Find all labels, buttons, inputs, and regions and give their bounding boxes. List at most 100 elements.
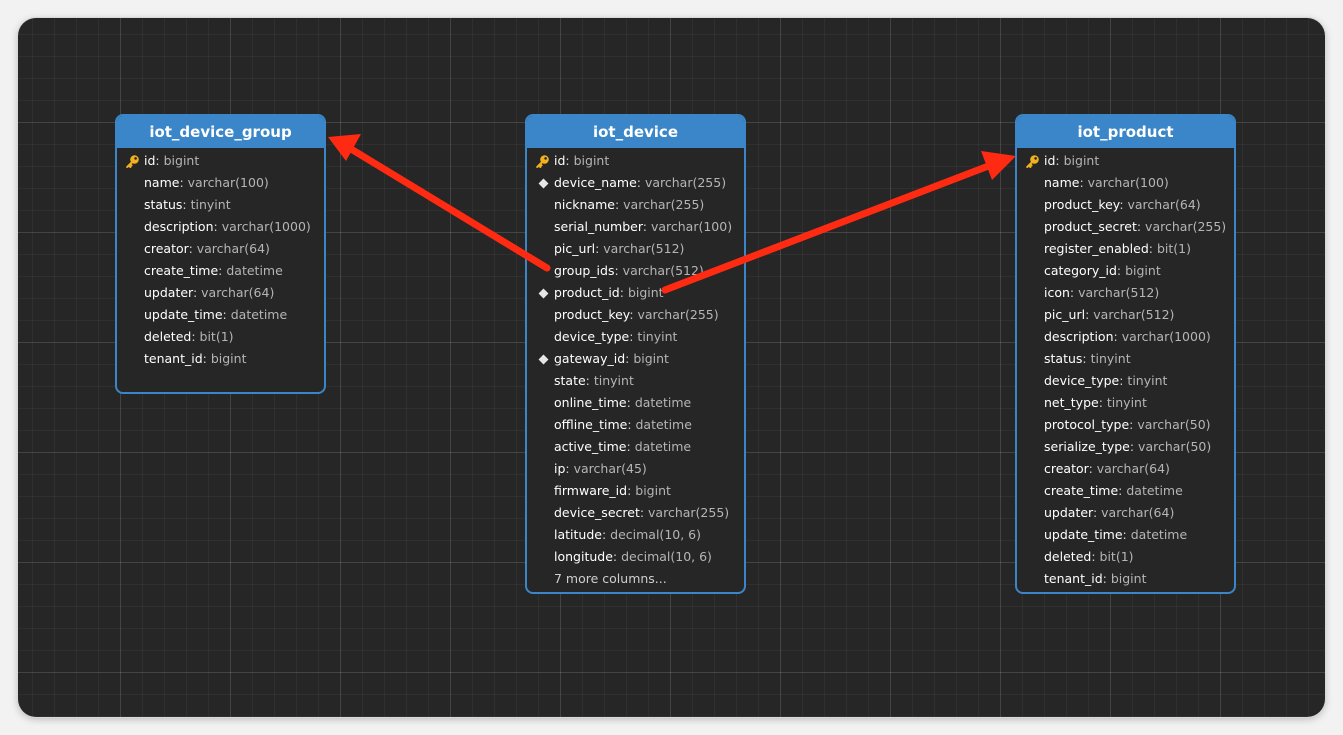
column-name: device_type <box>554 329 630 344</box>
column-row-create-time[interactable]: create_time: datetime <box>117 260 324 282</box>
column-name: deleted <box>144 329 192 344</box>
column-row-name[interactable]: name: varchar(100) <box>117 172 324 194</box>
column-row-serial-number[interactable]: serial_number: varchar(100) <box>527 216 744 238</box>
column-row-device-type[interactable]: device_type: tinyint <box>1017 370 1234 392</box>
column-type: decimal(10, 6) <box>610 527 701 542</box>
column-row-longitude[interactable]: longitude: decimal(10, 6) <box>527 546 744 568</box>
column-row-device-secret[interactable]: device_secret: varchar(255) <box>527 502 744 524</box>
column-name: updater <box>144 285 193 300</box>
column-row-ip[interactable]: ip: varchar(45) <box>527 458 744 480</box>
column-row-update-time[interactable]: update_time: datetime <box>117 304 324 326</box>
column-separator: : <box>182 197 191 212</box>
more-columns-link[interactable]: 7 more columns... <box>554 571 667 586</box>
column-row-deleted[interactable]: deleted: bit(1) <box>1017 546 1234 568</box>
column-row-status[interactable]: status: tinyint <box>1017 348 1234 370</box>
column-separator: : <box>155 153 164 168</box>
column-row-gateway-id[interactable]: gateway_id: bigint <box>527 348 744 370</box>
column-row-product-id[interactable]: product_id: bigint <box>527 282 744 304</box>
table-header[interactable]: iot_device <box>527 116 744 148</box>
column-row-id[interactable]: id: bigint <box>527 150 744 172</box>
column-row-icon[interactable]: icon: varchar(512) <box>1017 282 1234 304</box>
column-type: varchar(1000) <box>221 219 311 234</box>
column-separator: : <box>639 505 649 520</box>
column-type: tinyint <box>593 373 634 388</box>
column-type: varchar(255) <box>623 197 705 212</box>
column-row-pic-url[interactable]: pic_url: varchar(512) <box>527 238 744 260</box>
column-row-id[interactable]: id: bigint <box>117 150 324 172</box>
column-name: creator <box>144 241 189 256</box>
column-name: status <box>144 197 183 212</box>
column-name: name <box>144 175 180 190</box>
column-separator: : <box>202 351 211 366</box>
column-row-updater[interactable]: updater: varchar(64) <box>1017 502 1234 524</box>
column-name: tenant_id <box>144 351 203 366</box>
column-type: varchar(255) <box>637 307 719 322</box>
column-row-description[interactable]: description: varchar(1000) <box>117 216 324 238</box>
column-row-register-enabled[interactable]: register_enabled: bit(1) <box>1017 238 1234 260</box>
column-separator: : <box>192 285 202 300</box>
column-row-create-time[interactable]: create_time: datetime <box>1017 480 1234 502</box>
column-row-status[interactable]: status: tinyint <box>117 194 324 216</box>
column-row-latitude[interactable]: latitude: decimal(10, 6) <box>527 524 744 546</box>
column-separator: : <box>627 483 636 498</box>
column-row-update-time[interactable]: update_time: datetime <box>1017 524 1234 546</box>
column-row-online-time[interactable]: online_time: datetime <box>527 392 744 414</box>
column-type: tinyint <box>190 197 231 212</box>
column-name: net_type <box>1044 395 1099 410</box>
column-name: state <box>554 373 586 388</box>
column-row-pic-url[interactable]: pic_url: varchar(512) <box>1017 304 1234 326</box>
column-type: tinyint <box>637 329 678 344</box>
column-type: datetime <box>230 307 288 322</box>
column-row-product-key[interactable]: product_key: varchar(64) <box>1017 194 1234 216</box>
column-type: tinyint <box>1127 373 1168 388</box>
table-header[interactable]: iot_device_group <box>117 116 324 148</box>
column-row-creator[interactable]: creator: varchar(64) <box>117 238 324 260</box>
column-row-id[interactable]: id: bigint <box>1017 150 1234 172</box>
column-name: protocol_type <box>1044 417 1130 432</box>
column-separator: : <box>1079 175 1088 190</box>
column-type: datetime <box>1126 483 1183 498</box>
column-row-offline-time[interactable]: offline_time: datetime <box>527 414 744 436</box>
column-row-net-type[interactable]: net_type: tinyint <box>1017 392 1234 414</box>
column-name: offline_time <box>554 417 628 432</box>
column-name: creator <box>1044 461 1089 476</box>
column-type: varchar(512) <box>1093 307 1175 322</box>
column-row-group-ids[interactable]: group_ids: varchar(512) <box>527 260 744 282</box>
column-row-description[interactable]: description: varchar(1000) <box>1017 326 1234 348</box>
column-name: longitude <box>554 549 613 564</box>
column-name: pic_url <box>554 241 596 256</box>
column-name: category_id <box>1044 263 1117 278</box>
column-row-deleted[interactable]: deleted: bit(1) <box>117 326 324 348</box>
table-header[interactable]: iot_product <box>1017 116 1234 148</box>
column-name: create_time <box>1044 483 1119 498</box>
column-separator: : <box>614 263 623 278</box>
column-separator: : <box>1069 285 1079 300</box>
column-row-product-key[interactable]: product_key: varchar(255) <box>527 304 744 326</box>
column-name: online_time <box>554 395 627 410</box>
column-row-tenant-id[interactable]: tenant_id: bigint <box>1017 568 1234 590</box>
column-row-updater[interactable]: updater: varchar(64) <box>117 282 324 304</box>
column-row-creator[interactable]: creator: varchar(64) <box>1017 458 1234 480</box>
column-row-serialize-type[interactable]: serialize_type: varchar(50) <box>1017 436 1234 458</box>
index-diamond-icon <box>535 348 551 370</box>
column-row-active-time[interactable]: active_time: datetime <box>527 436 744 458</box>
column-row-name[interactable]: name: varchar(100) <box>1017 172 1234 194</box>
column-row-state[interactable]: state: tinyint <box>527 370 744 392</box>
column-type: tinyint <box>1090 351 1131 366</box>
column-row-protocol-type[interactable]: protocol_type: varchar(50) <box>1017 414 1234 436</box>
column-row-firmware-id[interactable]: firmware_id: bigint <box>527 480 744 502</box>
column-row-nickname[interactable]: nickname: varchar(255) <box>527 194 744 216</box>
column-row-product-secret[interactable]: product_secret: varchar(255) <box>1017 216 1234 238</box>
column-row-tenant-id[interactable]: tenant_id: bigint <box>117 348 324 370</box>
column-separator: : <box>625 351 634 366</box>
column-row-category-id[interactable]: category_id: bigint <box>1017 260 1234 282</box>
column-row-device-name[interactable]: device_name: varchar(255) <box>527 172 744 194</box>
column-row-device-type[interactable]: device_type: tinyint <box>527 326 744 348</box>
column-type: varchar(64) <box>196 241 270 256</box>
